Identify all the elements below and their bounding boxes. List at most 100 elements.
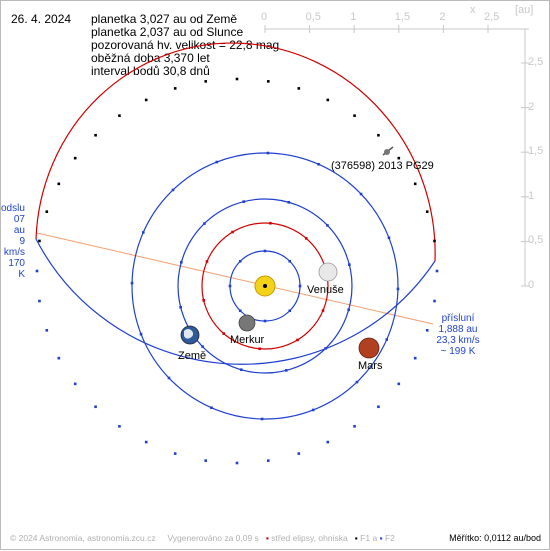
orbit-dot [167, 376, 171, 380]
unit-label: [au] [515, 4, 534, 16]
aphelion-title: odsluní [1, 203, 25, 214]
asteroid-orbit-dot [413, 356, 417, 360]
footer-credit: © 2024 Astronomia, astronomia.zcu.cz Vyg… [10, 533, 395, 543]
orbit-dot [387, 236, 391, 240]
asteroid-orbit-dot [377, 405, 380, 409]
orbit-dot [348, 263, 351, 267]
apsis-line [36, 232, 434, 325]
asteroid-orbit-dot [144, 440, 148, 444]
orbit-dot [130, 281, 134, 285]
asteroid-orbit-dot [266, 459, 270, 462]
asteroid-orbit-dot [173, 87, 177, 90]
asteroid-orbit-dot [433, 299, 436, 303]
asteroid-orbit-dot [397, 156, 401, 160]
footer-copyright: © 2024 Astronomia, astronomia.zcu.cz [10, 533, 156, 543]
asteroid-orbit-dot [433, 239, 436, 243]
asteroid-orbit-dot [204, 80, 208, 83]
asteroid-orbit-dot [57, 182, 61, 186]
asteroid-orbit-lower [35, 238, 436, 365]
orbit-dot [238, 309, 242, 313]
orbit-dot [239, 368, 243, 371]
asteroid-orbit-dot [144, 98, 148, 102]
legend-center-label: střed elipsy, ohniska [271, 533, 348, 543]
orbit-dot [326, 224, 329, 227]
orbit-dot [228, 284, 232, 288]
perihelion-block: přísluní 1,888 au 23,3 km/s ~ 199 K [431, 313, 485, 357]
orbit-interval-dots [35, 77, 439, 465]
asteroid-orbit-dot [397, 382, 401, 386]
orbit-dot [222, 332, 226, 335]
orbit-dot [324, 347, 327, 350]
orbit-dot [141, 231, 145, 234]
mars-icon [358, 337, 380, 359]
orbit-dot [139, 332, 143, 336]
orbit-dot [288, 259, 292, 263]
asteroid-orbit-dot [425, 329, 429, 332]
asteroid-orbit-dot [297, 87, 301, 90]
orbit-dot [304, 237, 308, 240]
asteroid-orbit-dot [45, 210, 49, 213]
asteroid-orbit-dot [204, 459, 208, 462]
asteroid-orbit-dot [425, 210, 429, 213]
asteroid-orbit-dot [118, 114, 121, 117]
y-tick-label: 2,5 [528, 56, 544, 68]
asteroid-orbit-dot [413, 182, 417, 186]
orbit-dot [396, 287, 400, 291]
date-label: 26. 4. 2024 [11, 12, 72, 26]
asteroid-orbit-dot [35, 269, 39, 273]
orbit-dot [284, 369, 288, 372]
orbit-dot [296, 338, 299, 342]
orbit-dot [242, 200, 246, 203]
asteroid-orbit-dot [235, 77, 239, 81]
orbit-dot [180, 260, 183, 264]
legend-f2-marker: ▪ [379, 533, 383, 543]
x-tick-label: 1,5 [394, 11, 411, 23]
axis-ticks [264, 25, 529, 287]
venus-label: Venuše [307, 284, 344, 296]
orbit-dot [288, 309, 292, 313]
asteroid-orbit-dot [173, 452, 177, 455]
earth-orbit [177, 198, 353, 374]
legend-center-marker: ▪ [265, 533, 269, 543]
mars-orbit [131, 152, 399, 420]
x-tick-label: 0 [261, 11, 268, 23]
asteroid-orbit-dot [266, 80, 270, 83]
y-tick-label: 0 [528, 279, 535, 291]
orbit-dot [385, 338, 389, 341]
sun-icon [254, 275, 276, 297]
asteroid-orbit-dot [377, 133, 380, 137]
asteroid-icon [382, 146, 394, 156]
orbit-dot [321, 309, 325, 312]
orbit-dot [215, 160, 219, 164]
asteroid-orbit-dot [94, 133, 97, 137]
mars-label: Mars [358, 360, 383, 372]
orbit-dot [231, 230, 234, 234]
orbit-dot [287, 201, 291, 204]
footer-generated: Vygenerováno za 0,09 s [167, 533, 259, 543]
asteroid-orbit-dot [94, 405, 97, 409]
earth-icon [180, 325, 200, 345]
orbit-dot [260, 417, 264, 421]
orbit-dot [317, 162, 320, 166]
info-line-interval: interval bodů 30,8 dnů [91, 64, 210, 78]
venus-icon [318, 262, 338, 282]
asteroid-orbit-dot [353, 114, 356, 117]
footer-scale: Měřítko: 0,0112 au/bod [449, 533, 541, 543]
orbit-dot [205, 260, 209, 263]
info-line-period: oběžná doba 3,370 let [91, 51, 210, 65]
y-tick-label: 1,5 [528, 145, 544, 158]
x-tick-label: 1 [350, 11, 357, 23]
orbit-dot [258, 347, 261, 351]
asteroid-orbit-dot [73, 156, 77, 160]
asteroid-orbit-dot [73, 382, 77, 386]
asteroid-orbit-dot [326, 440, 330, 444]
info-line-earth-distance: planetka 3,027 au od Země [91, 12, 238, 26]
orbit-dot [355, 380, 359, 384]
info-line-magnitude: pozorovaná hv. velikost = 22,8 mag [91, 38, 280, 52]
asteroid-orbit-dot [118, 425, 121, 428]
orbit-dot [179, 305, 182, 309]
mercury-icon [238, 314, 256, 332]
orbit-dot [201, 345, 204, 348]
aphelion-block: odsluní 07 au 9 km/s 170 K [1, 203, 25, 280]
